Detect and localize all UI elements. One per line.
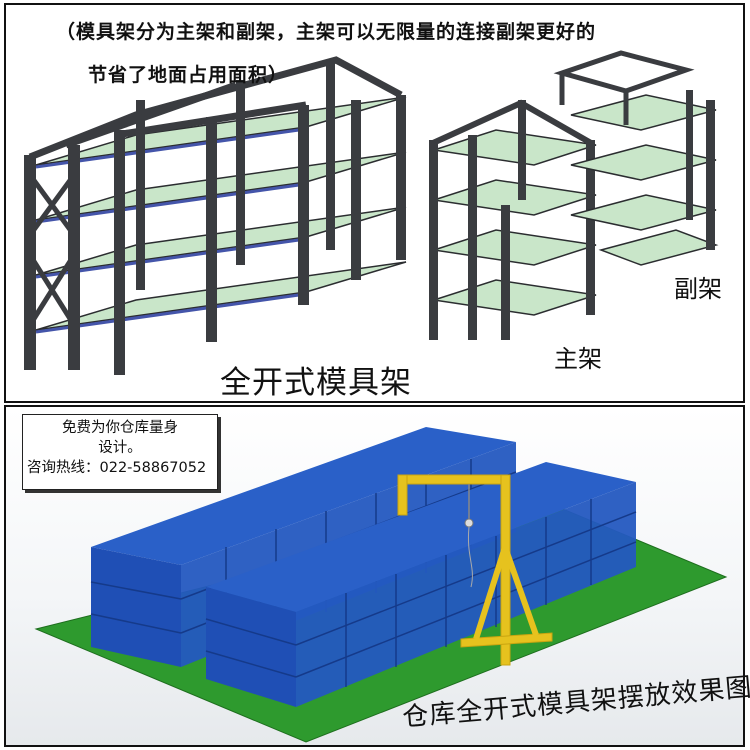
rack-illustration	[24, 50, 719, 375]
contact-line-2: 设计。	[98, 440, 142, 456]
bottom-panel: 免费为你仓库量身 设计。 咨询热线：022-58867052 仓库全开式模具架摆…	[4, 405, 750, 747]
warehouse-illustration	[34, 427, 728, 743]
contact-hotline[interactable]: 咨询热线：022-58867052	[27, 460, 207, 476]
caption-line-2: 节省了地面占用面积）	[88, 64, 289, 86]
top-panel: （模具架分为主架和副架，主架可以无限量的连接副架更好的 节省了地面占用面积） 全…	[4, 3, 745, 403]
sub-rack-drawing	[553, 50, 719, 266]
contact-box: 免费为你仓库量身 设计。 咨询热线：022-58867052	[22, 414, 218, 490]
gantry-crane	[397, 474, 553, 666]
main-rack-drawing	[429, 99, 597, 340]
full-open-rack-drawing	[24, 56, 407, 375]
warehouse-rack-row-front	[205, 462, 637, 707]
caption-line-1: （模具架分为主架和副架，主架可以无限量的连接副架更好的	[56, 21, 597, 43]
full-open-rack-label: 全开式模具架	[220, 365, 412, 401]
sub-rack-label: 副架	[674, 275, 722, 303]
main-rack-label: 主架	[554, 345, 602, 373]
contact-line-1: 免费为你仓库量身	[62, 420, 178, 436]
